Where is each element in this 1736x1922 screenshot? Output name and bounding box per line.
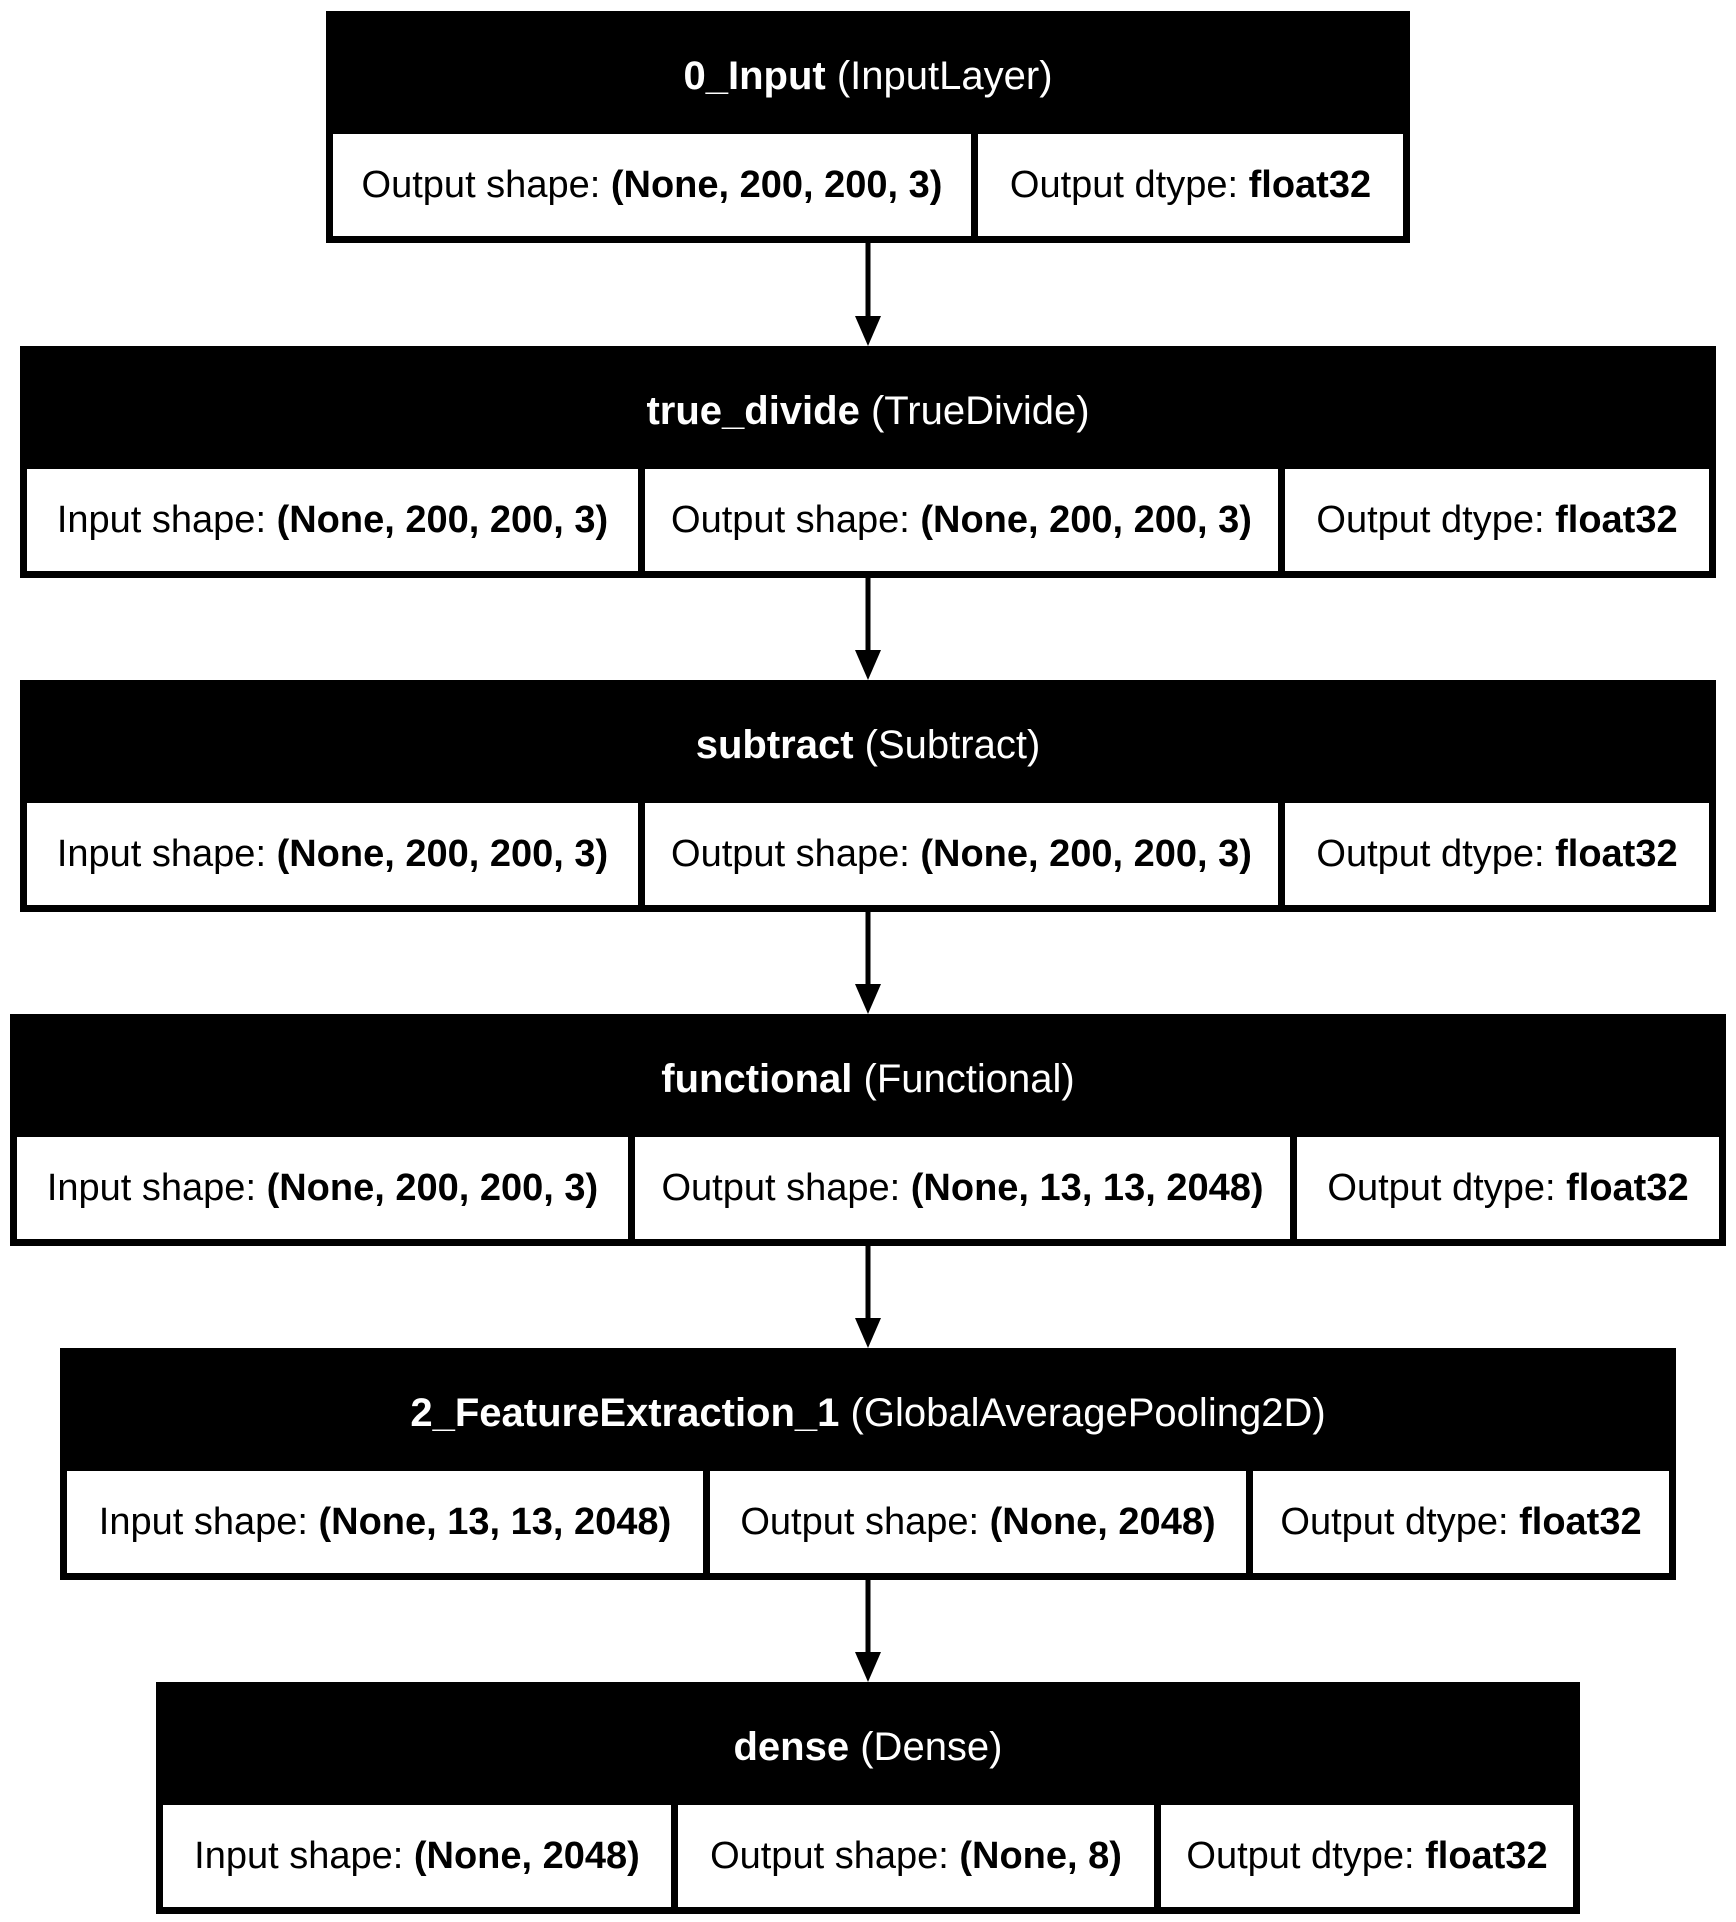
output-shape-cell: Output shape: (None, 13, 13, 2048) bbox=[635, 1137, 1290, 1239]
layer-header: 0_Input (InputLayer) bbox=[333, 18, 1403, 134]
cell-label: Input shape: bbox=[56, 498, 266, 541]
layer-name: dense bbox=[733, 1724, 850, 1769]
input-shape-cell: Input shape: (None, 200, 200, 3) bbox=[27, 803, 638, 905]
output-dtype-cell: Output dtype: float32 bbox=[978, 134, 1403, 236]
cell-value: (None, 13, 13, 2048) bbox=[910, 1166, 1264, 1209]
cell-value: float32 bbox=[1555, 832, 1678, 875]
layer-header: functional (Functional) bbox=[17, 1021, 1719, 1137]
cell-label: Output shape: bbox=[740, 1500, 980, 1543]
cell-value: (None, 200, 200, 3) bbox=[920, 498, 1252, 541]
output-shape-cell: Output shape: (None, 200, 200, 3) bbox=[333, 134, 971, 236]
input-shape-cell: Input shape: (None, 2048) bbox=[163, 1805, 671, 1907]
output-dtype-cell: Output dtype: float32 bbox=[1253, 1471, 1669, 1573]
cell-label: Output shape: bbox=[361, 163, 601, 206]
layer-type: (Subtract) bbox=[864, 722, 1041, 767]
input-shape-cell: Input shape: (None, 200, 200, 3) bbox=[27, 469, 638, 571]
layer-header: dense (Dense) bbox=[163, 1689, 1573, 1805]
cell-label: Output dtype: bbox=[1327, 1166, 1556, 1209]
layer-name: true_divide bbox=[646, 388, 860, 433]
arrow-head-3 bbox=[855, 984, 881, 1014]
cell-value: float32 bbox=[1519, 1500, 1642, 1543]
cell-label: Output dtype: bbox=[1186, 1834, 1415, 1877]
layer-header: true_divide (TrueDivide) bbox=[27, 353, 1709, 469]
cell-label: Output dtype: bbox=[1316, 498, 1545, 541]
layer-node-true-divide: true_divide (TrueDivide) Input shape: (N… bbox=[20, 346, 1716, 578]
arrow-head-4 bbox=[855, 1318, 881, 1348]
cell-label: Output shape: bbox=[661, 1166, 901, 1209]
cell-value: float32 bbox=[1566, 1166, 1689, 1209]
cell-value: (None, 200, 200, 3) bbox=[266, 1166, 599, 1209]
cell-value: (None, 200, 200, 3) bbox=[276, 832, 609, 875]
cell-label: Input shape: bbox=[98, 1500, 308, 1543]
layer-node-feature-extraction: 2_FeatureExtraction_1 (GlobalAveragePool… bbox=[60, 1348, 1676, 1580]
output-shape-cell: Output shape: (None, 200, 200, 3) bbox=[645, 469, 1278, 571]
output-dtype-cell: Output dtype: float32 bbox=[1297, 1137, 1719, 1239]
output-shape-cell: Output shape: (None, 2048) bbox=[710, 1471, 1246, 1573]
cell-label: Output shape: bbox=[671, 498, 910, 541]
layer-name: 0_Input bbox=[683, 53, 826, 98]
layer-node-subtract: subtract (Subtract) Input shape: (None, … bbox=[20, 680, 1716, 912]
arrow-head-2 bbox=[855, 650, 881, 680]
layer-type: (TrueDivide) bbox=[870, 388, 1090, 433]
cell-label: Input shape: bbox=[46, 1166, 256, 1209]
cell-label: Output dtype: bbox=[1009, 163, 1239, 206]
layer-name: functional bbox=[661, 1056, 853, 1101]
layer-name: 2_FeatureExtraction_1 bbox=[410, 1390, 840, 1435]
input-shape-cell: Input shape: (None, 13, 13, 2048) bbox=[67, 1471, 703, 1573]
cell-label: Input shape: bbox=[194, 1834, 404, 1877]
layer-node-dense: dense (Dense) Input shape: (None, 2048) … bbox=[156, 1682, 1580, 1914]
output-dtype-cell: Output dtype: float32 bbox=[1285, 803, 1709, 905]
cell-label: Output dtype: bbox=[1316, 832, 1545, 875]
layer-node-input: 0_Input (InputLayer) Output shape: (None… bbox=[326, 11, 1410, 243]
input-shape-cell: Input shape: (None, 200, 200, 3) bbox=[17, 1137, 628, 1239]
cell-value: float32 bbox=[1425, 1834, 1548, 1877]
layer-node-functional: functional (Functional) Input shape: (No… bbox=[10, 1014, 1726, 1246]
cell-value: (None, 8) bbox=[959, 1834, 1122, 1877]
cell-label: Output shape: bbox=[710, 1834, 949, 1877]
cell-value: (None, 13, 13, 2048) bbox=[318, 1500, 672, 1543]
layer-name: subtract bbox=[695, 722, 854, 767]
layer-header: subtract (Subtract) bbox=[27, 687, 1709, 803]
cell-value: (None, 200, 200, 3) bbox=[920, 832, 1252, 875]
layer-type: (Functional) bbox=[863, 1056, 1075, 1101]
output-dtype-cell: Output dtype: float32 bbox=[1285, 469, 1709, 571]
layer-type: (GlobalAveragePooling2D) bbox=[850, 1390, 1326, 1435]
output-shape-cell: Output shape: (None, 200, 200, 3) bbox=[645, 803, 1278, 905]
arrow-head-5 bbox=[855, 1652, 881, 1682]
cell-value: float32 bbox=[1555, 498, 1678, 541]
output-shape-cell: Output shape: (None, 8) bbox=[678, 1805, 1154, 1907]
arrow-head-1 bbox=[855, 316, 881, 346]
cell-value: float32 bbox=[1248, 163, 1372, 206]
cell-value: (None, 200, 200, 3) bbox=[610, 163, 943, 206]
cell-label: Output dtype: bbox=[1280, 1500, 1509, 1543]
layer-header: 2_FeatureExtraction_1 (GlobalAveragePool… bbox=[67, 1355, 1669, 1471]
layer-type: (Dense) bbox=[860, 1724, 1003, 1769]
output-dtype-cell: Output dtype: float32 bbox=[1161, 1805, 1573, 1907]
cell-label: Output shape: bbox=[671, 832, 910, 875]
layer-type: (InputLayer) bbox=[836, 53, 1053, 98]
cell-value: (None, 200, 200, 3) bbox=[276, 498, 609, 541]
cell-value: (None, 2048) bbox=[413, 1834, 640, 1877]
cell-label: Input shape: bbox=[56, 832, 266, 875]
cell-value: (None, 2048) bbox=[989, 1500, 1216, 1543]
